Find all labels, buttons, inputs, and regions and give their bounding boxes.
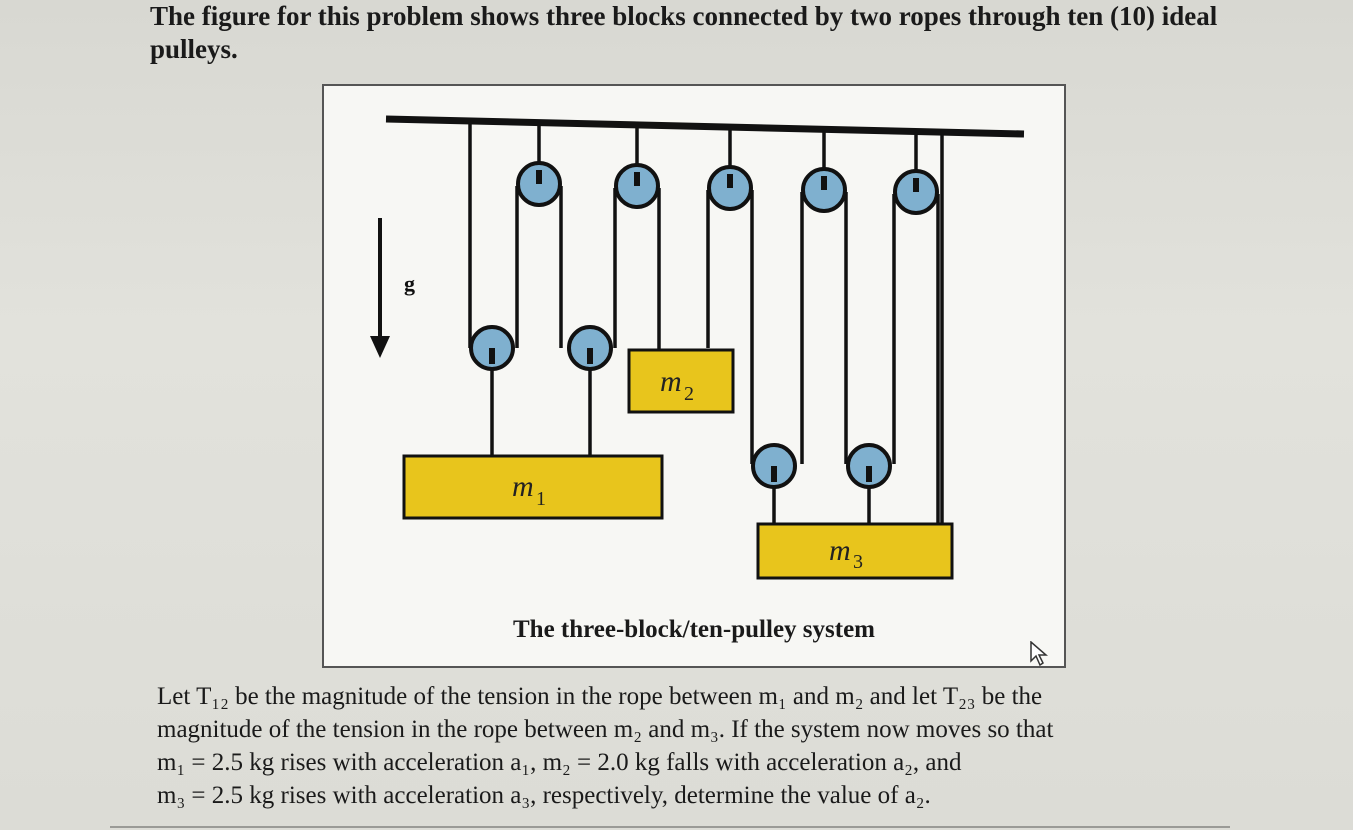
block-m1 (402, 454, 664, 520)
problem-line-2: magnitude of the tension in the rope bet… (157, 716, 1054, 743)
intro-paragraph: The figure for this problem shows three … (150, 1, 1218, 64)
mouse-cursor-icon (1030, 641, 1048, 667)
problem-line-3: m₁ = 2.5 kg rises with acceleration a₁, … (157, 749, 962, 776)
problem-statement: Let T₁₂ be the magnitude of the tension … (157, 680, 1237, 812)
pulley-diagram: g (370, 115, 1025, 580)
block-m3-sub: 3 (853, 551, 863, 573)
gravity-arrow (370, 218, 390, 358)
figure-caption: The three-block/ten-pulley system (512, 616, 875, 643)
problem-line-4: m₃ = 2.5 kg rises with acceleration a₃, … (157, 782, 931, 809)
bottom-divider (110, 826, 1230, 828)
upper-pulleys (516, 161, 939, 215)
figure-frame: g (322, 84, 1066, 668)
block-m3 (756, 522, 954, 580)
lower-pulleys (469, 325, 892, 489)
ceiling-bar (385, 115, 1025, 138)
gravity-label: g (404, 271, 415, 296)
problem-line-1: Let T₁₂ be the magnitude of the tension … (157, 683, 1043, 710)
block-m2-label: m (660, 365, 682, 398)
block-m3-label: m (829, 534, 851, 567)
ropes (468, 124, 944, 524)
block-m2-sub: 2 (684, 383, 694, 405)
block-m1-label: m (512, 470, 534, 503)
block-m1-sub: 1 (536, 488, 546, 510)
block-m2 (627, 348, 735, 414)
